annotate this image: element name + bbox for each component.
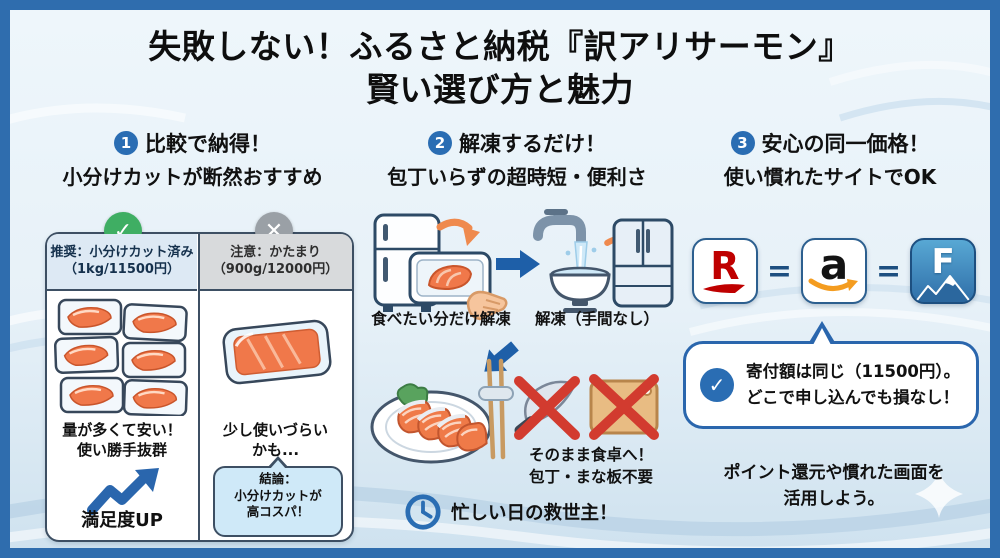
clock-icon — [405, 494, 441, 530]
rakuten-swoosh-icon — [702, 284, 745, 293]
check-icon: ✓ — [700, 368, 734, 402]
section3-heading-line1: 安心の同一価格！ — [761, 132, 930, 156]
rakuten-logo: R — [691, 238, 758, 304]
hand-with-salmon-pack-icon — [408, 251, 508, 321]
page-title-line1: 失敗しない！ふるさと納税『訳アリサーモン』 — [148, 27, 852, 66]
section1-heading-line1: 比較で納得！ — [145, 132, 271, 156]
points-note-line1: ポイント還元や慣れた画面を — [723, 463, 945, 483]
caution-header-line1: 注意：かたまり — [230, 244, 321, 260]
step3-line1: そのまま食卓へ！ — [528, 446, 653, 464]
price-bubble-line2: どこで申し込んでも損なし！ — [746, 388, 960, 407]
recommended-header-line2: （1kg/11500円） — [64, 261, 180, 277]
rakuten-letter: R — [710, 244, 740, 288]
section1-heading: 1 比較で納得！ 小分けカットが断然おすすめ — [35, 128, 350, 190]
section1-number-badge: 1 — [114, 131, 138, 155]
page-title-line2: 賢い選び方と魅力 — [366, 69, 634, 109]
comparison-table: ✓ ✕ 推奨：小分けカット済み （1kg/11500円） 注意：かたまり （90… — [45, 212, 354, 542]
recommended-body-line2: 使い勝手抜群 — [76, 441, 167, 460]
amazon-logo: a — [801, 238, 867, 304]
time-saver-text: 忙しい日の救世主！ — [451, 503, 618, 524]
salmon-plate-icon — [370, 383, 492, 464]
arrow-down-left-icon — [484, 341, 519, 372]
amazon-smile-icon — [808, 278, 858, 291]
section2-heading-line2: 包丁いらずの超時短・便利さ — [387, 165, 647, 189]
section2-heading: 2 解凍するだけ！ 包丁いらずの超時短・便利さ — [362, 128, 672, 190]
frozen-block-illustration — [222, 319, 332, 385]
points-note-line2: 活用しよう。 — [783, 489, 885, 510]
section2-heading-line1: 解凍するだけ！ — [459, 132, 606, 156]
section3-heading-line2: 使い慣れたサイトでOK — [723, 165, 937, 189]
french-door-refrigerator-icon — [612, 218, 674, 308]
recommended-header-line1: 推奨：小分けカット済み — [50, 244, 194, 260]
mountain-icon — [914, 275, 972, 302]
page-title: 失敗しない！ふるさと納税『訳アリサーモン』 賢い選び方と魅力 — [10, 26, 990, 112]
step3-line2: 包丁・まな板不要 — [528, 468, 653, 487]
step2-caption: 解凍（手間なし） — [534, 310, 659, 328]
curved-arrow-icon — [436, 218, 480, 246]
furusato-site-letter: F — [931, 242, 955, 282]
price-info-bubble: ✓ 寄付額は同じ（11500円）。 どこで申し込んでも損なし！ — [683, 321, 979, 429]
conclusion-bubble: 結論： 小分けカットが 高コスパ！ — [213, 456, 343, 537]
section3-number-badge: 3 — [730, 131, 755, 155]
no-knife-icon — [514, 376, 580, 440]
conclusion-line3: 高コスパ！ — [246, 504, 310, 519]
table-divider — [198, 234, 200, 540]
step1-caption: 食べたい分だけ解凍 — [371, 310, 511, 328]
no-cutting-board-icon — [589, 374, 659, 440]
section3-heading: 3 安心の同一価格！ 使い慣れたサイトでOK — [675, 128, 985, 190]
site-logos-row: R = a = F — [683, 238, 985, 304]
trend-up-arrow-icon — [87, 468, 159, 515]
conclusion-line1: 結論： — [259, 471, 297, 486]
equals-sign: = — [876, 253, 902, 289]
time-saver-row: 忙しい日の救世主！ — [404, 493, 618, 531]
amazon-letter: a — [819, 240, 849, 289]
caution-body-line2: かも... — [251, 441, 300, 460]
caution-header-line2: （900g/12000円） — [212, 261, 339, 277]
section1-heading-line2: 小分けカットが断然おすすめ — [62, 165, 323, 189]
conclusion-line2: 小分けカットが — [234, 487, 322, 503]
recommended-body-text: 量が多くて安い！ 使い勝手抜群 — [47, 420, 197, 461]
infographic-background: 失敗しない！ふるさと納税『訳アリサーモン』 賢い選び方と魅力 1 比較で納得！ … — [10, 10, 990, 548]
price-bubble-line1: 寄付額は同じ（11500円）。 — [746, 362, 961, 382]
points-note: ポイント還元や慣れた画面を 活用しよう。 — [698, 460, 970, 513]
faucet-and-bowl-icon — [533, 209, 611, 313]
recommended-column-header: 推奨：小分けカット済み （1kg/11500円） — [47, 234, 197, 291]
sparkle-icon — [915, 470, 963, 518]
recommended-body-line1: 量が多くて安い！ — [62, 421, 182, 439]
chopsticks-icon — [478, 358, 514, 460]
price-bubble-text: 寄付額は同じ（11500円）。 どこで申し込んでも損なし！ — [746, 359, 960, 410]
caution-column-header: 注意：かたまり （900g/12000円） — [199, 234, 352, 291]
step3-caption: そのまま食卓へ！ 包丁・まな板不要 — [506, 444, 676, 489]
equals-sign: = — [766, 253, 792, 289]
furusato-site-logo: F — [910, 238, 977, 304]
salmon-packs-illustration — [53, 298, 188, 416]
caution-body-line1: 少し使いづらい — [222, 421, 328, 439]
recommended-footer: 満足度UP — [81, 510, 163, 531]
arrow-right-icon — [496, 250, 540, 278]
caution-body-text: 少し使いづらい かも... — [199, 420, 352, 461]
section2-number-badge: 2 — [428, 131, 452, 155]
